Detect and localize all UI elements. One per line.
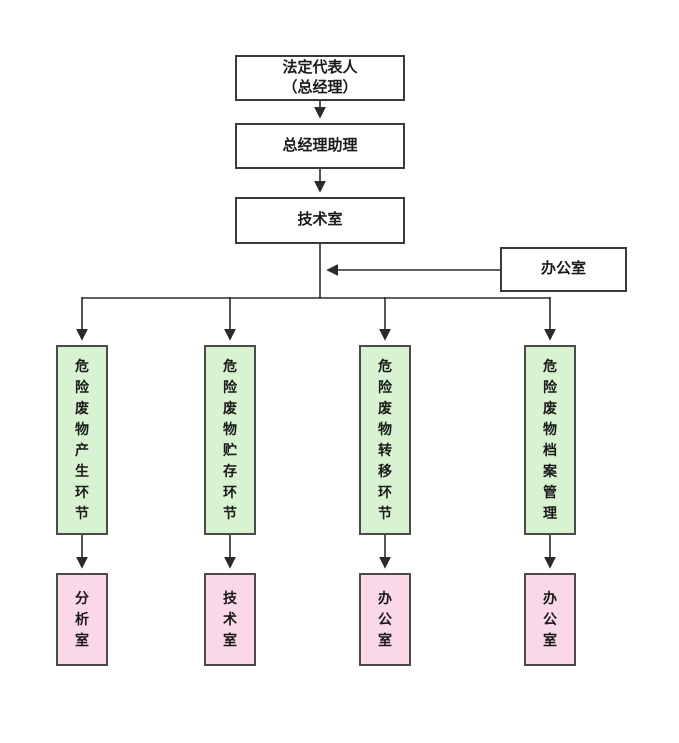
node-dept-analysis-room-label: 分析室 (74, 590, 89, 648)
node-process-transfer: 危险废物转移环节 (359, 345, 411, 535)
node-dept-tech-room-label: 技术室 (222, 590, 237, 648)
node-process-storage: 危险废物贮存环节 (204, 345, 256, 535)
node-legal-representative-line1: 法定代表人 (282, 58, 358, 76)
node-tech-office-label: 技术室 (297, 211, 343, 229)
node-office-side-label: 办公室 (540, 260, 586, 278)
node-process-archive-label: 危险废物档案管理 (542, 358, 557, 521)
node-tech-office: 技术室 (235, 197, 405, 244)
node-process-storage-label: 危险废物贮存环节 (222, 358, 237, 521)
node-dept-office-2-label: 办公室 (542, 590, 557, 648)
node-gm-assistant-label: 总经理助理 (282, 136, 358, 154)
node-process-transfer-label: 危险废物转移环节 (377, 358, 392, 521)
node-process-generation-label: 危险废物产生环节 (74, 358, 89, 521)
node-legal-representative: 法定代表人 （总经理） (235, 55, 405, 101)
node-dept-analysis-room: 分析室 (56, 573, 108, 666)
node-dept-office-1-label: 办公室 (377, 590, 392, 648)
node-process-archive: 危险废物档案管理 (524, 345, 576, 535)
node-dept-office-1: 办公室 (359, 573, 411, 666)
node-legal-representative-line2: （总经理） (282, 79, 358, 96)
node-gm-assistant: 总经理助理 (235, 123, 405, 169)
node-dept-tech-room: 技术室 (204, 573, 256, 666)
node-office-side: 办公室 (500, 247, 627, 292)
node-dept-office-2: 办公室 (524, 573, 576, 666)
node-process-generation: 危险废物产生环节 (56, 345, 108, 535)
